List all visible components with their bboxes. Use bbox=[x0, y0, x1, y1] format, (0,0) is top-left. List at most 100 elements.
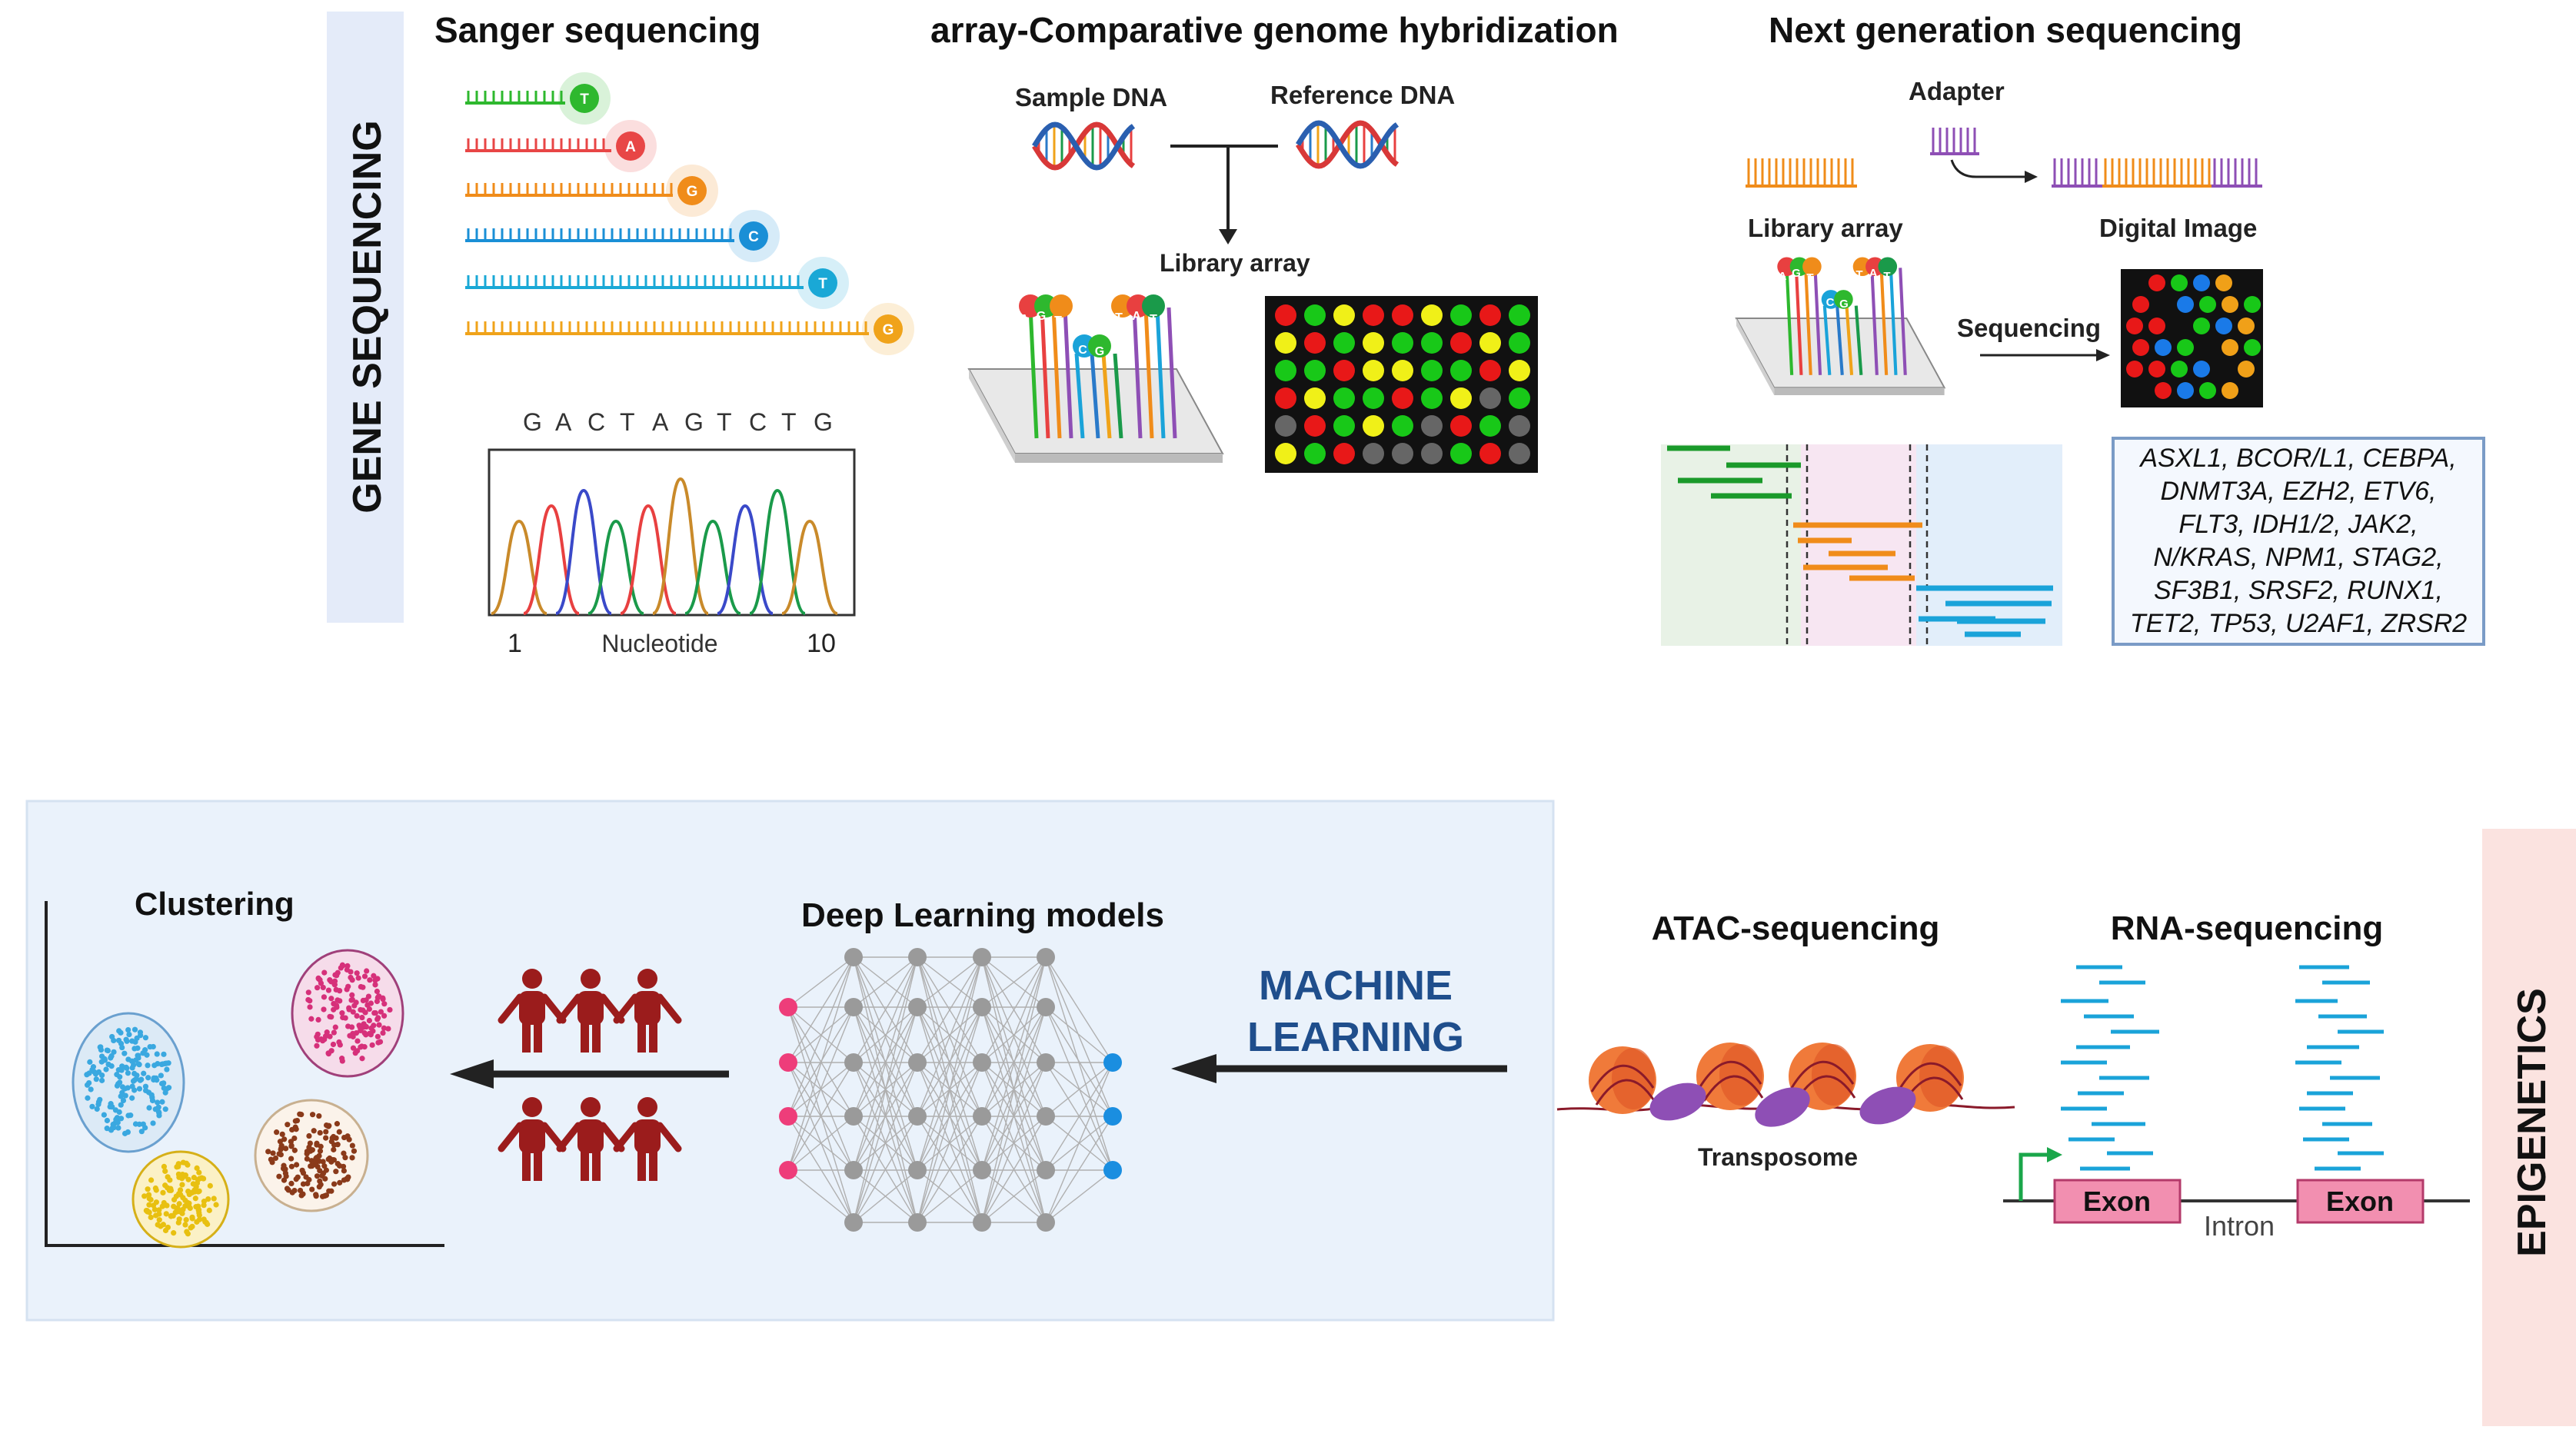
cluster-point bbox=[129, 1095, 135, 1101]
cluster-point bbox=[371, 973, 377, 979]
cluster-point bbox=[369, 1042, 375, 1048]
cluster-point bbox=[276, 1151, 282, 1157]
array-spot bbox=[1275, 443, 1296, 464]
alignment-region-pink bbox=[1801, 444, 1916, 646]
nn-edge bbox=[1045, 1169, 1113, 1223]
cluster-point bbox=[337, 998, 343, 1004]
cluster-point bbox=[341, 1168, 348, 1174]
ngs-tag-7: A bbox=[1869, 267, 1878, 280]
cluster-point bbox=[353, 1030, 360, 1036]
cluster-point bbox=[111, 1049, 117, 1055]
cluster-point bbox=[331, 1146, 337, 1152]
nn-node bbox=[908, 948, 927, 966]
gene-sequencing-band bbox=[327, 12, 404, 623]
cluster-point bbox=[116, 1028, 122, 1034]
sequencing-spot bbox=[2171, 361, 2188, 377]
ml-title-line2: LEARNING bbox=[1247, 1014, 1464, 1060]
cluster-point bbox=[316, 1112, 322, 1119]
cluster-point bbox=[145, 1063, 151, 1069]
cluster-point bbox=[109, 1104, 115, 1110]
ligated-insert bbox=[2102, 158, 2212, 188]
nn-node bbox=[973, 948, 991, 966]
cluster-point bbox=[153, 1212, 159, 1219]
cluster-point bbox=[162, 1089, 168, 1096]
ngs-library-array bbox=[1735, 257, 1946, 396]
cluster-point bbox=[268, 1156, 274, 1162]
cluster-point bbox=[320, 984, 326, 991]
person-icon bbox=[498, 1097, 567, 1181]
cluster-point bbox=[350, 1045, 357, 1051]
cluster-point bbox=[142, 1047, 148, 1053]
gene-line-3: FLT3, IDH1/2, JAK2, bbox=[2178, 510, 2418, 539]
cluster-point bbox=[103, 1066, 109, 1072]
cluster-point bbox=[161, 1163, 168, 1170]
cluster-point bbox=[162, 1168, 168, 1174]
cluster-point bbox=[142, 1083, 149, 1089]
array-spot bbox=[1421, 360, 1443, 381]
exon-box-2 bbox=[2296, 1179, 2425, 1224]
sequencing-spot bbox=[2199, 382, 2216, 399]
cluster-point bbox=[206, 1207, 212, 1213]
cluster-point bbox=[185, 1202, 191, 1209]
cluster-point bbox=[146, 1202, 152, 1208]
read-base-7: T bbox=[717, 408, 732, 436]
epigenetics-label: EPIGENETICS bbox=[2510, 988, 2554, 1257]
cluster-point bbox=[316, 1152, 322, 1159]
cluster-point bbox=[359, 1014, 365, 1021]
chromatogram-peaks bbox=[491, 477, 838, 615]
epigenetics-band bbox=[2482, 829, 2576, 1426]
cluster-point bbox=[320, 1038, 326, 1044]
person-icon bbox=[613, 969, 682, 1053]
cluster-point bbox=[325, 1051, 331, 1057]
nn-edge bbox=[917, 956, 983, 1117]
fragment-tag: G bbox=[687, 184, 698, 200]
cluster-point bbox=[334, 1004, 340, 1010]
nn-node bbox=[1103, 1161, 1122, 1179]
ngs-tag-3: T bbox=[1806, 271, 1813, 284]
cluster-point bbox=[162, 1106, 168, 1112]
cluster-point bbox=[87, 1059, 93, 1065]
array-spot bbox=[1421, 304, 1443, 326]
cluster-point bbox=[313, 1157, 319, 1163]
nn-edge bbox=[1045, 1062, 1113, 1171]
cluster-point bbox=[101, 1057, 107, 1063]
cluster-point bbox=[356, 1023, 362, 1029]
clusters bbox=[72, 949, 404, 1249]
nn-node bbox=[973, 1053, 991, 1072]
cluster-point bbox=[299, 1167, 305, 1173]
read-base-4: T bbox=[620, 408, 635, 436]
array-spot bbox=[1363, 332, 1384, 354]
cluster-point bbox=[138, 1129, 145, 1135]
cluster-point bbox=[147, 1043, 153, 1050]
nn-node bbox=[779, 998, 797, 1016]
cluster-point bbox=[317, 1148, 324, 1154]
cluster-point bbox=[198, 1175, 205, 1181]
nn-node bbox=[973, 1213, 991, 1232]
cluster-point bbox=[149, 1097, 156, 1104]
cluster-point bbox=[341, 1150, 347, 1156]
sequencing-spot bbox=[2222, 339, 2238, 356]
fragment-tag: T bbox=[818, 276, 827, 292]
cluster-point bbox=[177, 1187, 184, 1193]
cluster-point bbox=[333, 1169, 339, 1175]
nn-edge bbox=[787, 956, 854, 1008]
sequencing-spot bbox=[2238, 318, 2255, 334]
patient-cohort bbox=[498, 969, 682, 1181]
cluster-point bbox=[125, 1129, 131, 1136]
cluster-point bbox=[361, 1044, 368, 1050]
cluster-point bbox=[115, 1125, 121, 1131]
cluster-point bbox=[89, 1066, 95, 1073]
acgh-microarray-spots bbox=[1275, 304, 1530, 464]
cluster-point bbox=[161, 1085, 167, 1091]
sanger-fragment bbox=[465, 91, 565, 105]
cluster-point bbox=[288, 1143, 295, 1149]
array-spot bbox=[1450, 304, 1472, 326]
cluster-point bbox=[98, 1072, 105, 1079]
array-spot bbox=[1509, 387, 1530, 409]
cluster-point bbox=[213, 1202, 219, 1208]
array-spot bbox=[1304, 332, 1326, 354]
array-spot bbox=[1304, 360, 1326, 381]
nn-edge bbox=[981, 956, 1047, 1117]
gene-structure bbox=[2003, 1147, 2470, 1224]
cluster-point bbox=[160, 1189, 166, 1196]
